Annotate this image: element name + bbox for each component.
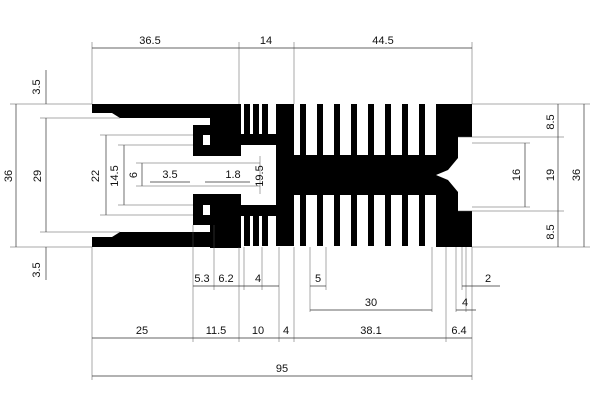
dim-bottom-10: 10 — [252, 325, 264, 337]
fin-top — [334, 104, 340, 156]
dim-bottom-6-4: 6.4 — [451, 325, 466, 337]
fin-bottom — [317, 194, 323, 246]
fin-top — [351, 104, 357, 156]
small-fin-top — [244, 104, 250, 136]
fin-top — [385, 104, 391, 156]
small-fin-top — [262, 104, 268, 136]
small-fin-bottom — [253, 214, 259, 246]
fin-top — [300, 104, 306, 156]
dim-inner-22: 22 — [90, 170, 102, 182]
dim-top-14: 14 — [260, 35, 272, 47]
dim-bottom-5: 5 — [315, 273, 321, 285]
lower-left-block — [210, 205, 241, 248]
dim-overall-95: 95 — [276, 363, 288, 375]
fins-group — [244, 104, 425, 246]
top-rail — [92, 104, 210, 118]
lower-clip — [193, 205, 215, 225]
dim-inner-1-8: 1.8 — [225, 169, 240, 181]
dim-bottom-4: 4 — [283, 325, 289, 337]
dimension-labels: 36.5 14 44.5 3.5 36 29 3.5 22 14.5 6 3.5… — [3, 35, 583, 375]
fin-bottom — [334, 194, 340, 246]
fin-top — [368, 104, 374, 156]
dim-right-19: 19 — [545, 169, 557, 181]
right-end-block — [436, 104, 472, 247]
upper-left-block — [210, 104, 241, 145]
fin-bottom — [402, 194, 408, 246]
fin-bottom — [368, 194, 374, 246]
dim-left-3-5-bottom: 3.5 — [31, 262, 43, 277]
heatsink-profile — [92, 104, 472, 248]
dim-bottom-2: 2 — [485, 273, 491, 285]
dim-left-29: 29 — [32, 170, 44, 182]
dimension-lines — [10, 42, 590, 380]
fin-top — [419, 104, 425, 156]
dim-right-36: 36 — [571, 169, 583, 181]
bottom-rail — [92, 232, 210, 247]
dim-top-36-5: 36.5 — [139, 35, 160, 47]
dim-inner-3-5: 3.5 — [162, 169, 177, 181]
dim-bottom-6-2: 6.2 — [218, 273, 233, 285]
fin-bottom — [419, 194, 425, 246]
fin-bottom — [385, 194, 391, 246]
dim-bottom-38-1: 38.1 — [360, 325, 381, 337]
fin-bottom — [300, 194, 306, 246]
dim-right-8-5-bottom: 8.5 — [545, 224, 557, 239]
dim-top-44-5: 44.5 — [372, 35, 393, 47]
fin-top — [402, 104, 408, 156]
dim-bottom-5-3: 5.3 — [194, 273, 209, 285]
dim-bottom-30: 30 — [365, 297, 377, 309]
upper-spine — [241, 134, 291, 145]
small-fin-bottom — [262, 214, 268, 246]
dim-bottom-11-5: 11.5 — [206, 325, 227, 337]
small-fin-bottom — [244, 214, 250, 246]
upper-clip — [193, 125, 215, 145]
lower-spine — [241, 205, 291, 216]
dim-right-8-5-top: 8.5 — [545, 114, 557, 129]
dim-left-36: 36 — [3, 170, 15, 182]
dim-left-3-5-top: 3.5 — [31, 79, 43, 94]
dim-inner-6: 6 — [128, 172, 140, 178]
dim-inner-14-5: 14.5 — [109, 165, 121, 186]
small-fin-top — [253, 104, 259, 136]
dim-inner-19-5: 19.5 — [254, 165, 266, 186]
fin-bottom — [351, 194, 357, 246]
dim-bottom-4-fin: 4 — [255, 273, 261, 285]
lower-inner-bar — [193, 194, 241, 205]
upper-inner-bar — [193, 145, 241, 156]
fin-top — [317, 104, 323, 156]
dim-bottom-25: 25 — [136, 325, 148, 337]
dim-right-16: 16 — [511, 169, 523, 181]
dim-bottom-4-notch: 4 — [462, 297, 468, 309]
center-web — [276, 104, 294, 246]
main-base — [291, 155, 436, 195]
